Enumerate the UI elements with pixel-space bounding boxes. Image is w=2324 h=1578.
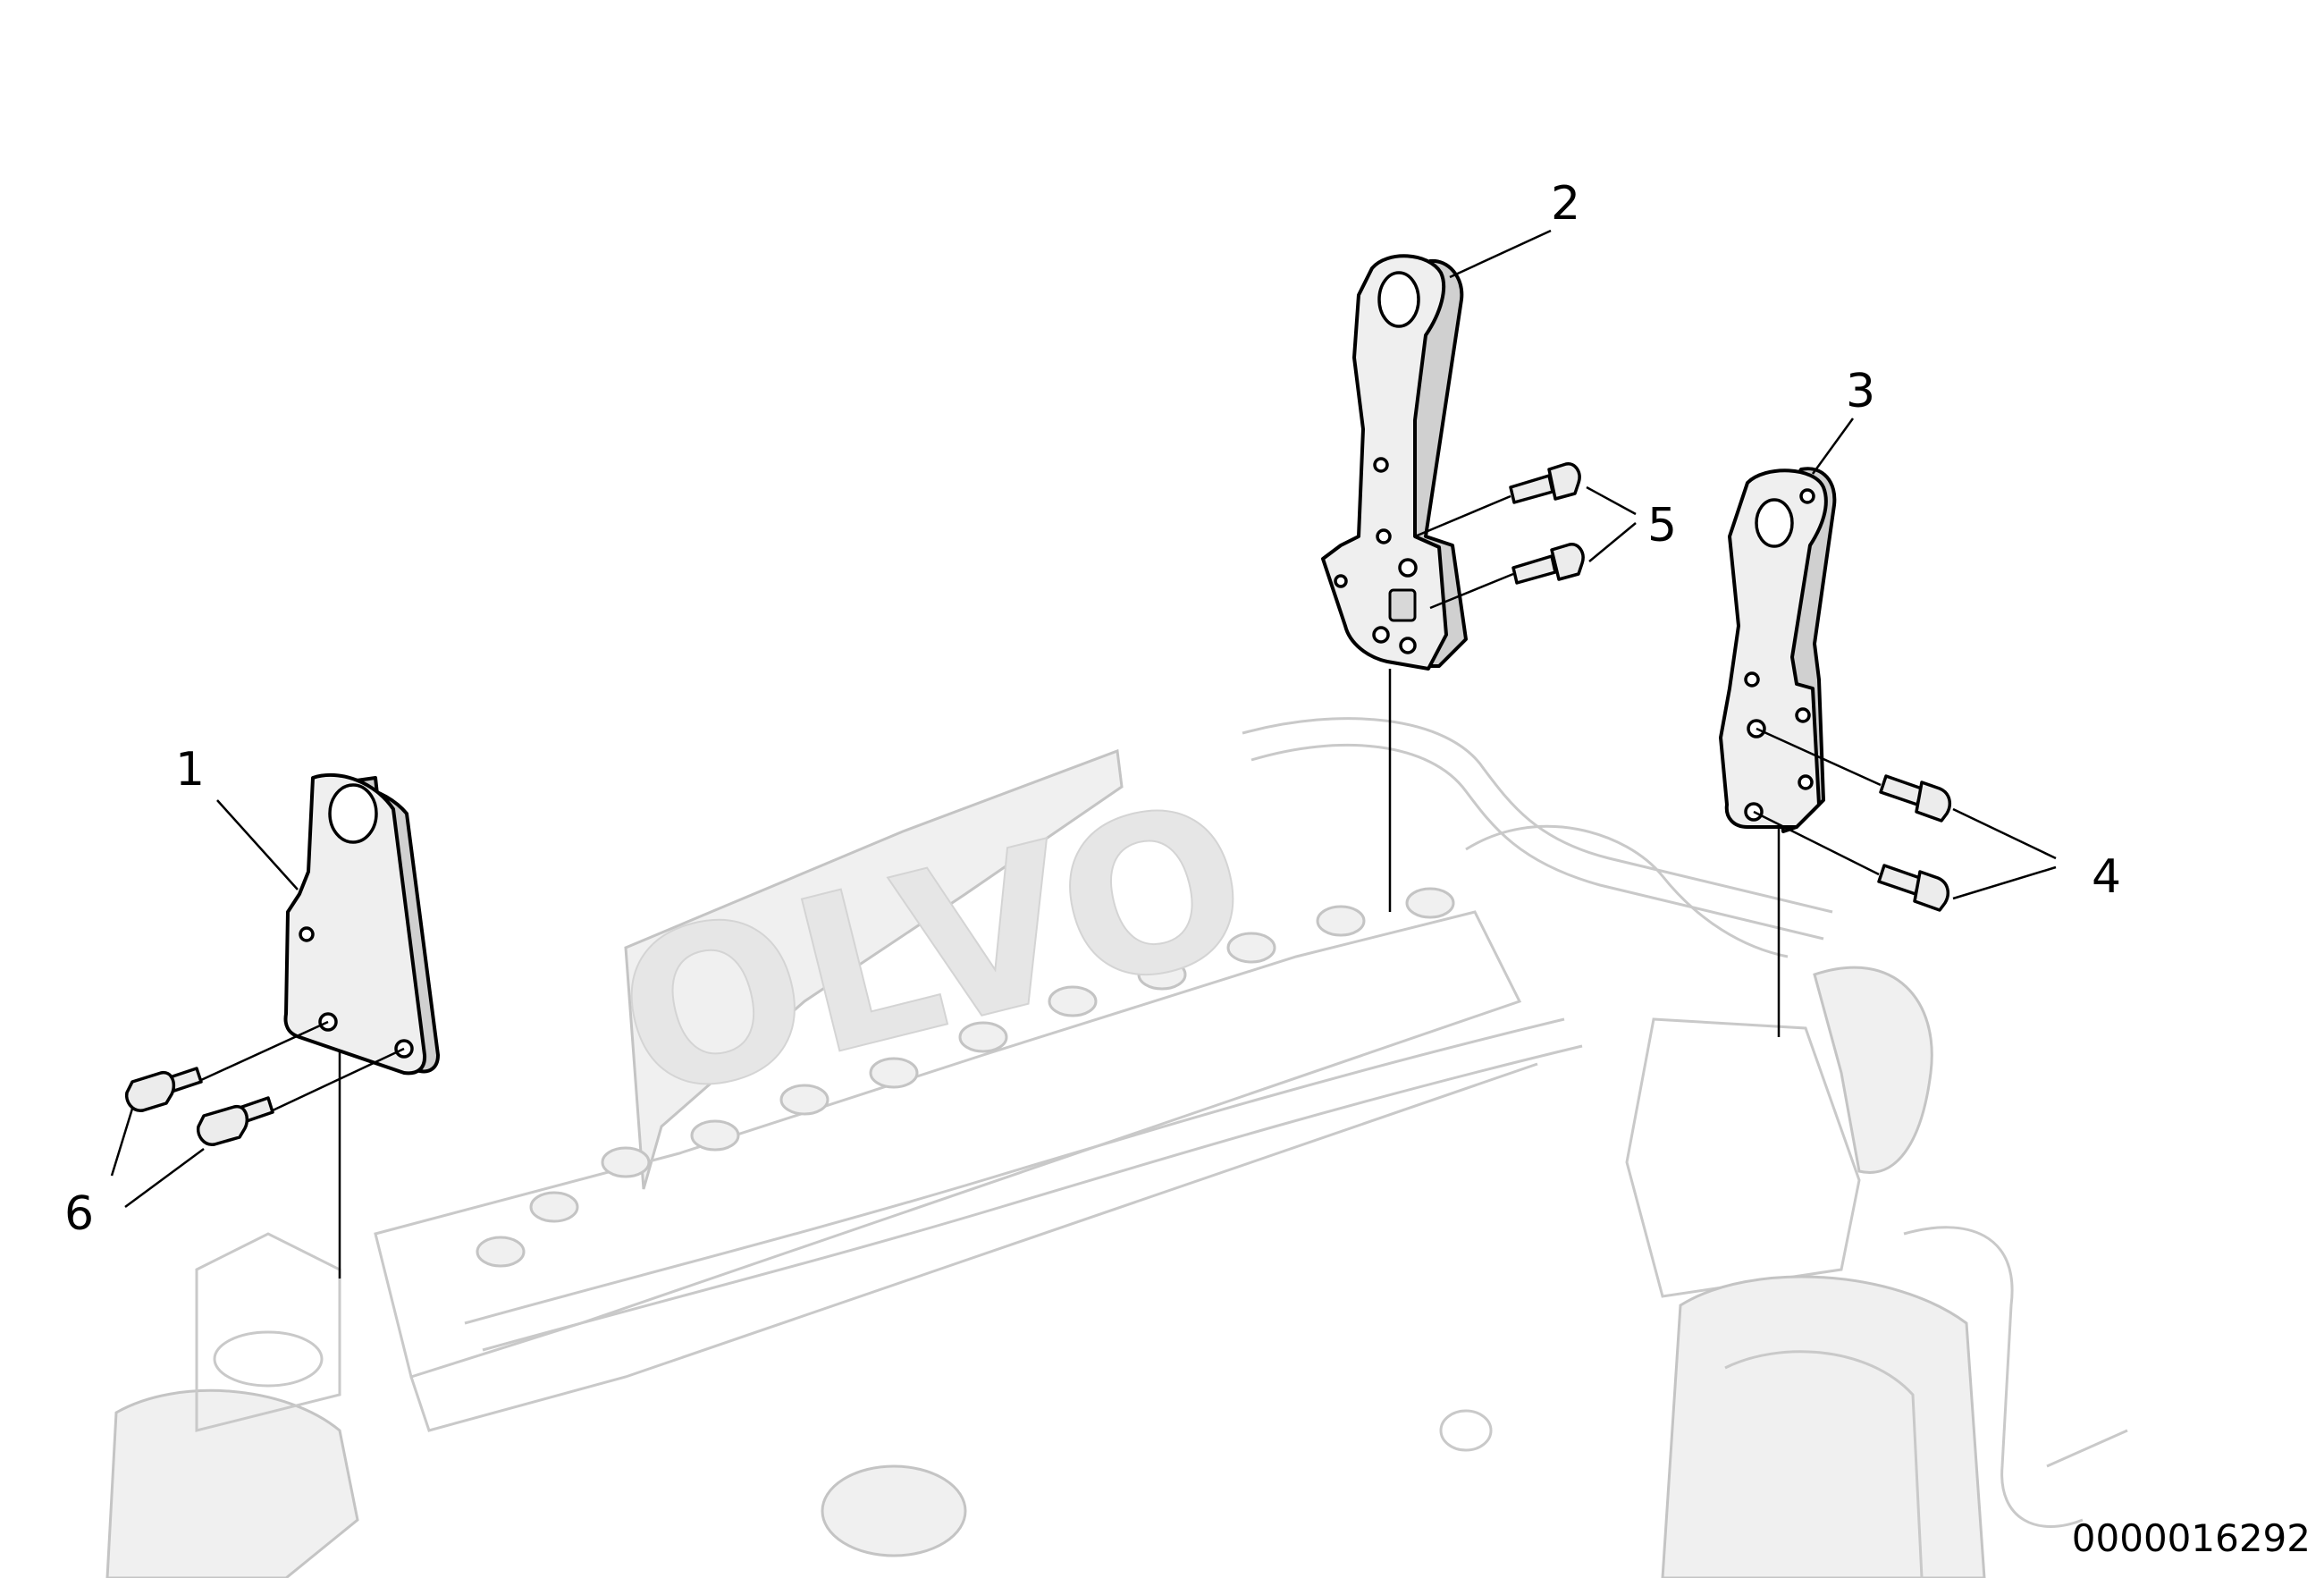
- bolt-6-lower[interactable]: [196, 1096, 274, 1146]
- callout-5: 5: [1647, 499, 1677, 553]
- part-3-eye-hole: [1755, 498, 1794, 548]
- part-1-lifting-eye-front[interactable]: [283, 772, 440, 1076]
- engine-fuel-rail: [464, 1017, 1565, 1325]
- bolt-6-upper[interactable]: [124, 1067, 203, 1112]
- callout-1: 1: [175, 743, 205, 797]
- part-1-eye-hole: [328, 783, 378, 844]
- callout-4: 4: [2092, 850, 2121, 904]
- watermark: OLVO: [595, 753, 1271, 1149]
- engine-heat-shield: [624, 748, 1124, 1190]
- callout-2: 2: [1551, 177, 1580, 231]
- callout-3: 3: [1846, 365, 1875, 418]
- engine-filler-neck: [821, 1464, 967, 1557]
- part-3-lifting-bracket-right[interactable]: [1719, 467, 1837, 833]
- leader-lines: [110, 229, 2057, 1278]
- callout-6: 6: [64, 1187, 94, 1241]
- engine-injectors: [476, 887, 1455, 1268]
- bolt-4-upper[interactable]: [1879, 774, 1952, 823]
- bolt-5-lower[interactable]: [1511, 543, 1585, 585]
- engine-exhaust-manifold: [1625, 1017, 1861, 1298]
- engine-intake-pipe: [1242, 717, 1833, 914]
- part-2-clip: [1388, 588, 1417, 622]
- engine-valve-cover: [374, 910, 1522, 1379]
- bolt-4-lower[interactable]: [1877, 864, 1950, 912]
- part-2-eye-hole: [1377, 271, 1420, 328]
- callout-labels: 1 2 3 4 5 6: [64, 177, 2121, 1241]
- engine-flywheel-housing: [1661, 1275, 1986, 1578]
- document-number: 0000016292: [2072, 1516, 2311, 1560]
- engine-turbo-elbow: [1813, 966, 1933, 1174]
- bolt-5-upper[interactable]: [1509, 462, 1581, 504]
- part-2-lifting-bracket-rear[interactable]: [1321, 254, 1468, 671]
- engine-thermostat-housing: [105, 1388, 359, 1578]
